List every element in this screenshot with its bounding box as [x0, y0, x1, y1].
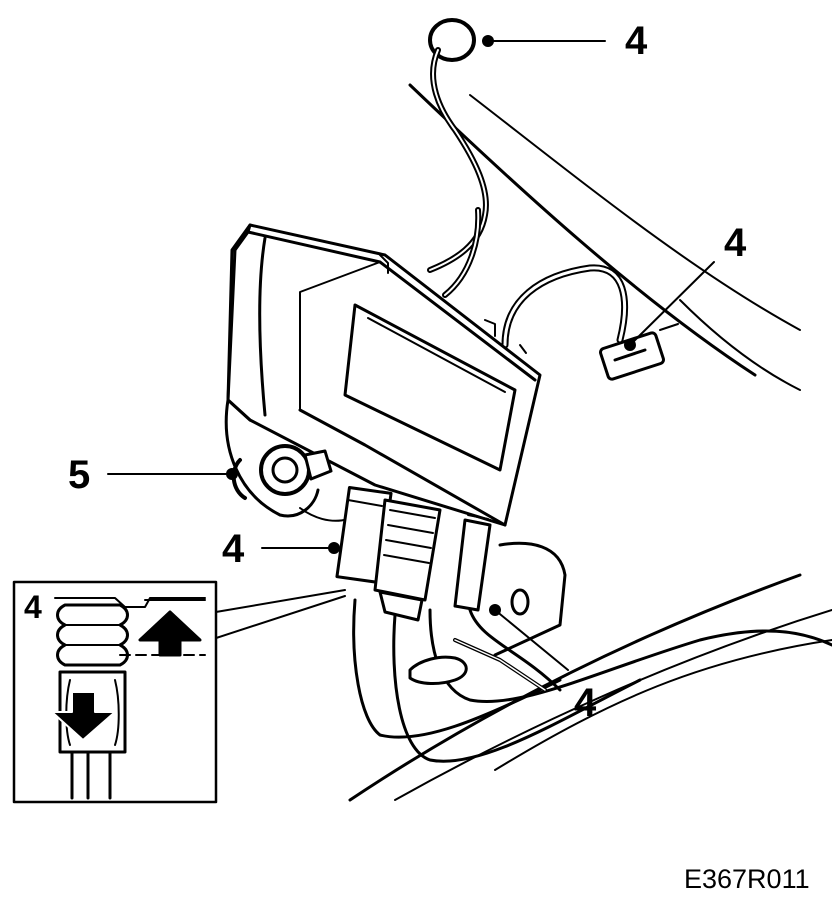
callout-harness-lower: 4 [574, 681, 597, 725]
arrow-up-icon [138, 610, 202, 657]
callout-inset: 4 [24, 589, 42, 625]
callout-mounting-nut: 5 [68, 453, 90, 497]
control-module [226, 223, 542, 527]
callout-connector-left: 4 [222, 527, 245, 571]
center-plug [373, 498, 442, 602]
body-panel-lines [348, 83, 832, 802]
module-connectors [335, 486, 492, 622]
right-connector [599, 331, 665, 381]
lower-plate [493, 541, 567, 657]
antenna-cable [427, 18, 489, 298]
mounting-nut [259, 444, 311, 496]
leader-lines [107, 40, 715, 671]
drawing-code: E367R011 [684, 864, 810, 894]
mounting-bracket [224, 398, 366, 522]
module-label-plate [343, 303, 517, 472]
lower-harness [352, 598, 832, 763]
inset-boot [56, 603, 129, 667]
leader-dots [226, 35, 636, 616]
detail-inset [12, 580, 218, 804]
right-plug [453, 518, 492, 612]
callout-antenna-top: 4 [625, 19, 648, 63]
callout-connector-right: 4 [724, 221, 747, 265]
antenna-puck [428, 18, 476, 62]
arrow-down-icon [51, 691, 116, 741]
